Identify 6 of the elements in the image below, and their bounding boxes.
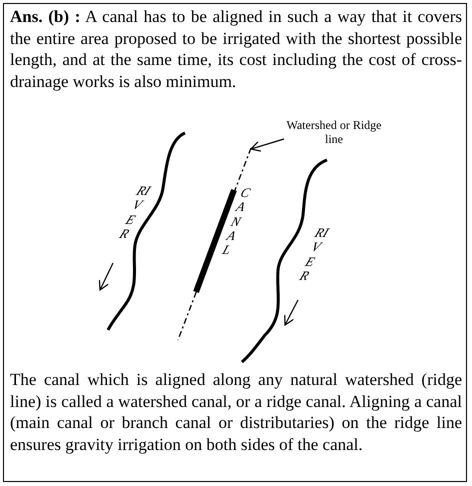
paragraph: The canal which is aligned along any natural watershed (ridge line) is called a watershed canal, or a ridge canal. Aligning a canal (main canal or branch canal or distributaries) on the ridge line ensures gravity irrigation on both sides of the canal. [10, 369, 462, 455]
leader-line [250, 138, 284, 152]
paragraph: Ans. (b) : A canal has to be aligned in such a way that it covers the entire area proposed to be irrigated with the shortest possible length, and at the same time, its cost including the cost of cross-drainage works is also minimum. [10, 6, 462, 92]
vertical-label: RIVER [296, 226, 331, 284]
callout-label: Watershed or Ridge line [286, 118, 382, 146]
vertical-label: RIVER [116, 184, 153, 242]
